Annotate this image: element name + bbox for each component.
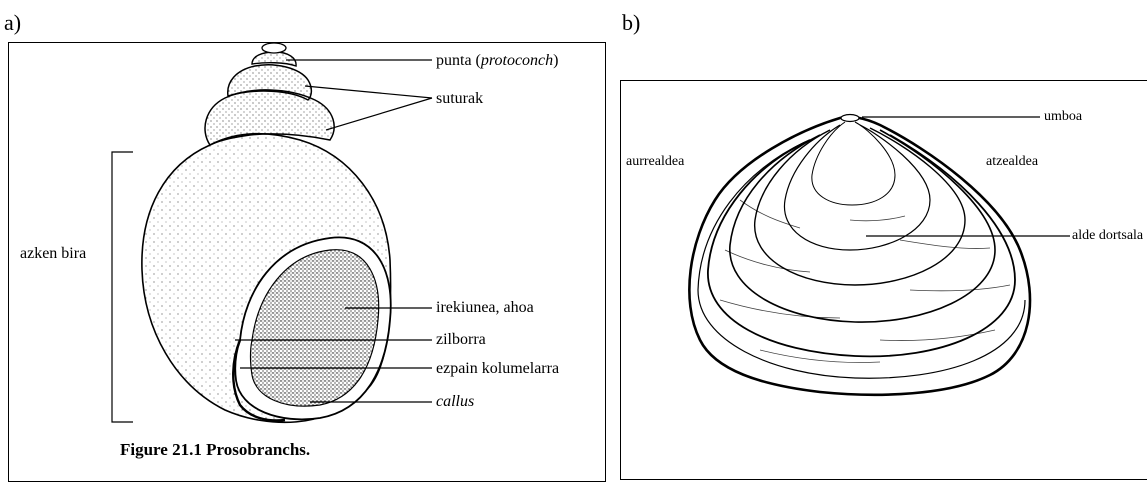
clam-shell bbox=[689, 115, 1030, 395]
label-atzealdea: atzealdea bbox=[986, 154, 1038, 170]
label-punta-text: punta ( bbox=[436, 52, 481, 69]
label-punta-close: ) bbox=[553, 52, 558, 69]
label-suturak: suturak bbox=[436, 90, 483, 108]
azken-bira-bracket bbox=[112, 152, 133, 422]
protoconch bbox=[262, 43, 286, 53]
snail-shell bbox=[142, 43, 391, 422]
label-alde-dortsala: alde dortsala bbox=[1072, 228, 1143, 244]
label-zilborra: zilborra bbox=[436, 331, 486, 349]
umbo bbox=[841, 115, 859, 122]
clam-outline bbox=[689, 117, 1030, 395]
label-callus: callus bbox=[436, 393, 474, 411]
spire-whorl-1 bbox=[252, 52, 296, 66]
label-aurrealdea: aurrealdea bbox=[626, 154, 684, 170]
shell-illustrations bbox=[0, 0, 1147, 466]
label-irekiunea: irekiunea, ahoa bbox=[436, 299, 534, 317]
figure-caption: Figure 21.1 Prosobranchs. bbox=[120, 440, 310, 460]
label-protoconch: protoconch bbox=[481, 52, 553, 69]
label-punta: punta (protoconch) bbox=[436, 52, 558, 70]
label-umboa: umboa bbox=[1044, 109, 1082, 125]
label-azken-bira: azken bira bbox=[20, 245, 86, 263]
label-ezpain: ezpain kolumelarra bbox=[436, 360, 559, 378]
